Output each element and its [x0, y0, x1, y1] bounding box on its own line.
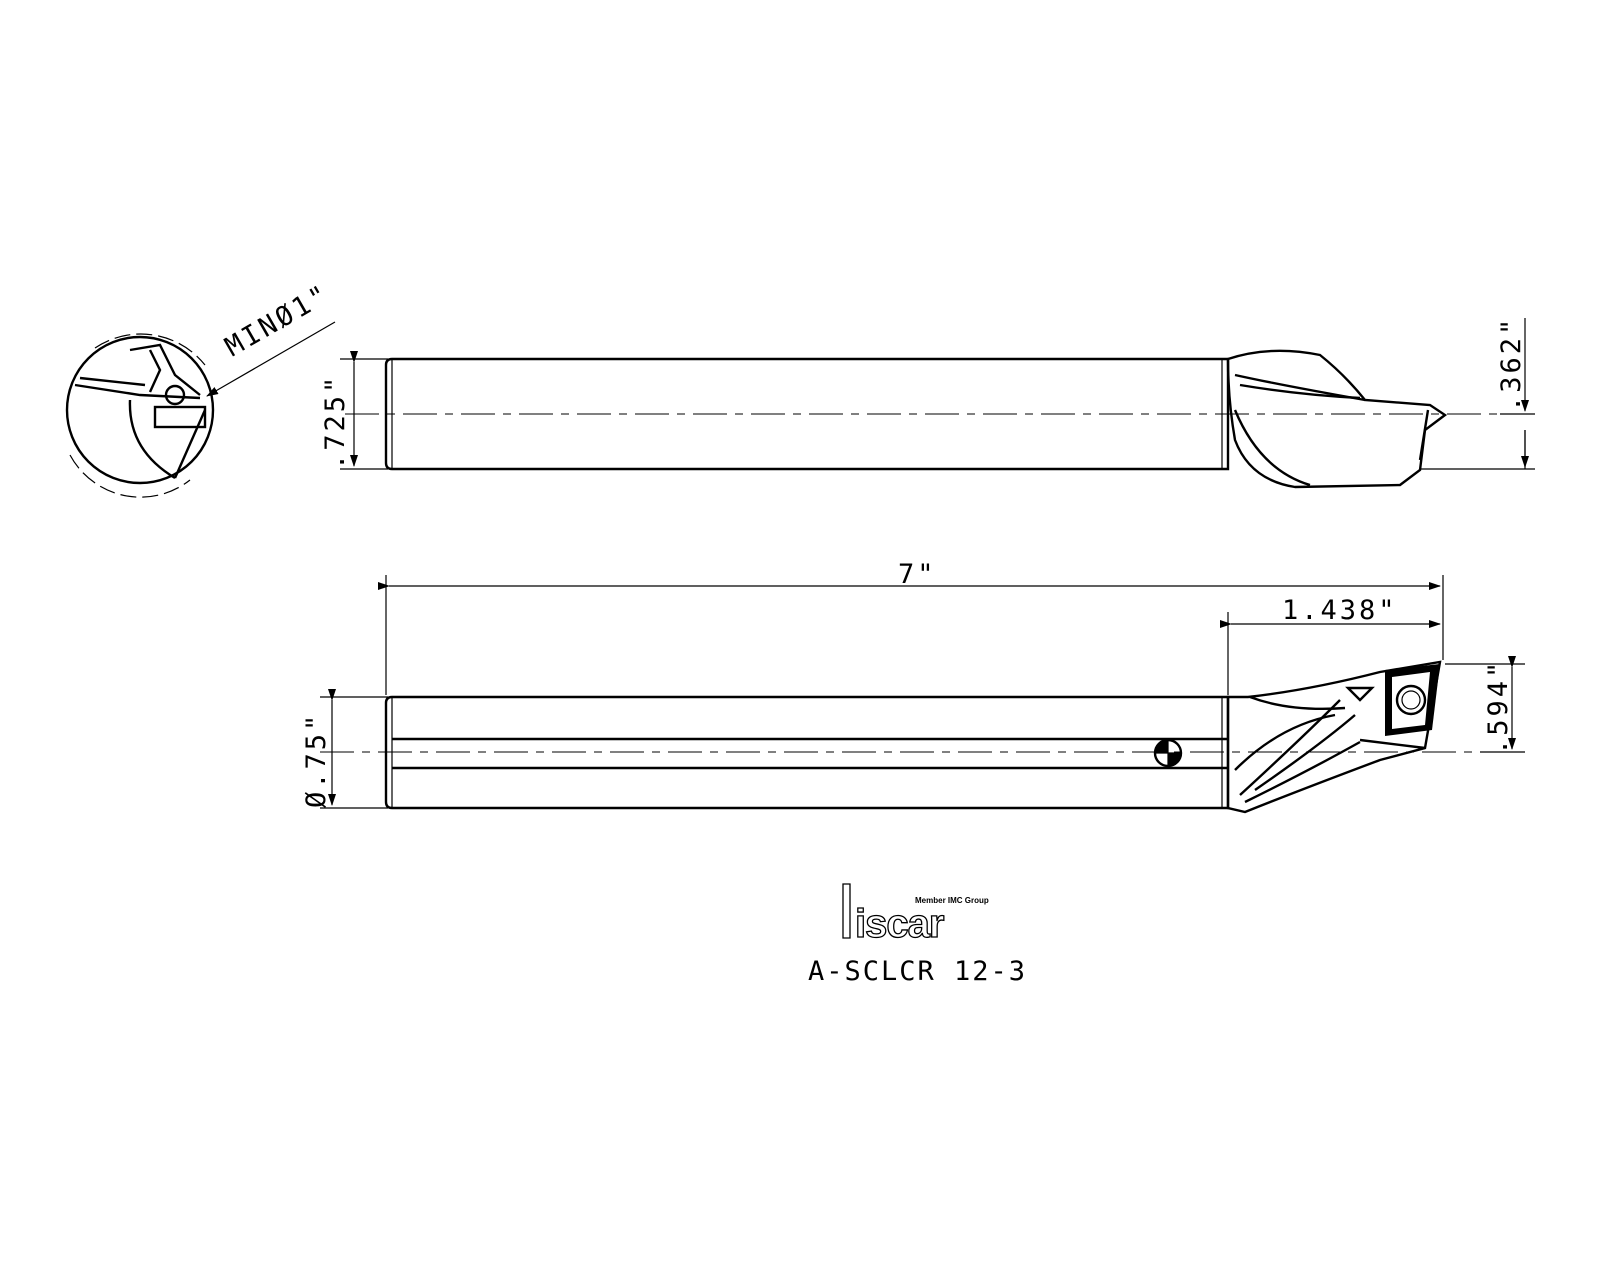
tip-offset-label: .594" [1483, 659, 1514, 755]
overall-length-label: 7" [898, 559, 937, 590]
head-length-label: 1.438" [1282, 595, 1398, 626]
iscar-logo-text: iscar [855, 902, 944, 946]
min-bore-dimension: MINØ1" [206, 278, 336, 397]
member-imc-group-text: Member IMC Group [915, 896, 989, 905]
end-view [65, 333, 215, 498]
side-height-dimension: .725" [320, 351, 388, 470]
overall-length-dimension: 7" [378, 559, 1444, 695]
part-number: A-SCLCR 12-3 [808, 956, 1027, 987]
shank-diameter-label: Ø.75" [301, 712, 332, 808]
brand-logo: Member IMC Group iscar [842, 883, 989, 947]
head-length-dimension: 1.438" [1220, 595, 1441, 695]
min-bore-label: MINØ1" [220, 278, 336, 363]
shank-diameter-dimension: Ø.75" [301, 689, 388, 809]
side-view [345, 349, 1500, 489]
side-height-label: .725" [320, 374, 351, 470]
side-offset-label: .362" [1496, 316, 1527, 412]
side-offset-dimension: .362" [1420, 316, 1535, 470]
tip-offset-dimension: .594" [1445, 656, 1525, 755]
plan-view [320, 660, 1480, 814]
